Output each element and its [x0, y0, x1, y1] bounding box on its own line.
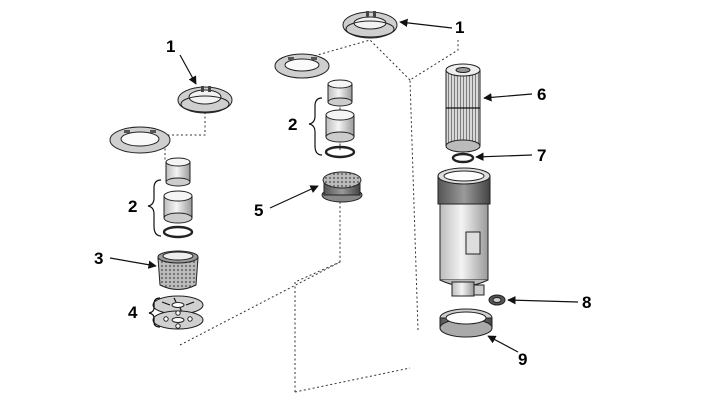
callout-4: 4 [128, 303, 138, 322]
callout-2-left: 2 [128, 197, 137, 216]
callout-8: 8 [582, 293, 591, 312]
callout-1-right: 1 [455, 18, 464, 37]
part-lid-ring-left [109, 126, 171, 154]
part-2-fittings-left [162, 157, 194, 239]
callout-labels: 1 1 2 2 3 4 5 6 7 8 9 [94, 18, 591, 369]
part-6-cartridge [445, 63, 481, 153]
part-1-lid-left [177, 86, 233, 114]
callout-5: 5 [254, 201, 263, 220]
part-8-drain-plug [488, 294, 506, 306]
callout-9: 9 [518, 350, 527, 369]
callout-1-left: 1 [166, 37, 175, 56]
part-9-lock-ring [439, 308, 493, 338]
leader-lines [109, 18, 579, 353]
callout-3: 3 [94, 249, 103, 268]
callout-2-middle: 2 [288, 115, 297, 134]
part-lid-ring-middle [274, 53, 330, 79]
part-7-o-ring [451, 152, 475, 164]
filter-housing [437, 167, 491, 297]
part-1-lid-middle [342, 11, 398, 39]
part-5-strainer [321, 171, 363, 203]
part-4-discs [152, 295, 204, 330]
callout-7: 7 [537, 146, 546, 165]
callout-6: 6 [537, 85, 546, 104]
part-3-basket [157, 250, 199, 290]
part-2-fittings-middle [324, 79, 356, 159]
